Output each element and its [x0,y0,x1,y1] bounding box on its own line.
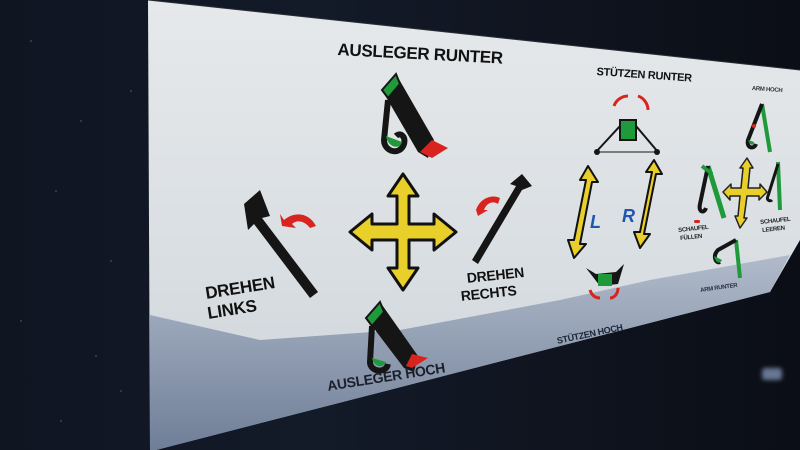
outriggers-down-icon [594,94,660,155]
bucket-fill-red-mark [694,220,700,223]
bucket-empty-icon [766,161,782,211]
boom-up-excavator-icon [364,300,428,374]
left-outrigger-yellow-arrow-icon [567,165,599,259]
bucket-fill-icon [697,164,727,219]
yellow-four-way-arrow-icon [348,172,458,292]
arm-up-icon [745,103,772,153]
arm-down-icon [712,238,742,279]
right-outrigger-yellow-arrow-icon [633,159,663,249]
blurry-machine-part [762,368,782,380]
boom-down-excavator-icon [380,72,448,158]
rotate-right-arm-icon [472,174,532,264]
outriggers-up-icon [586,264,624,300]
left-outrigger-letter: L [590,212,601,232]
arm-yellow-four-way-arrow-icon [722,157,768,229]
right-outrigger-letter: R [622,206,635,226]
rotate-left-arm-icon [244,190,318,298]
